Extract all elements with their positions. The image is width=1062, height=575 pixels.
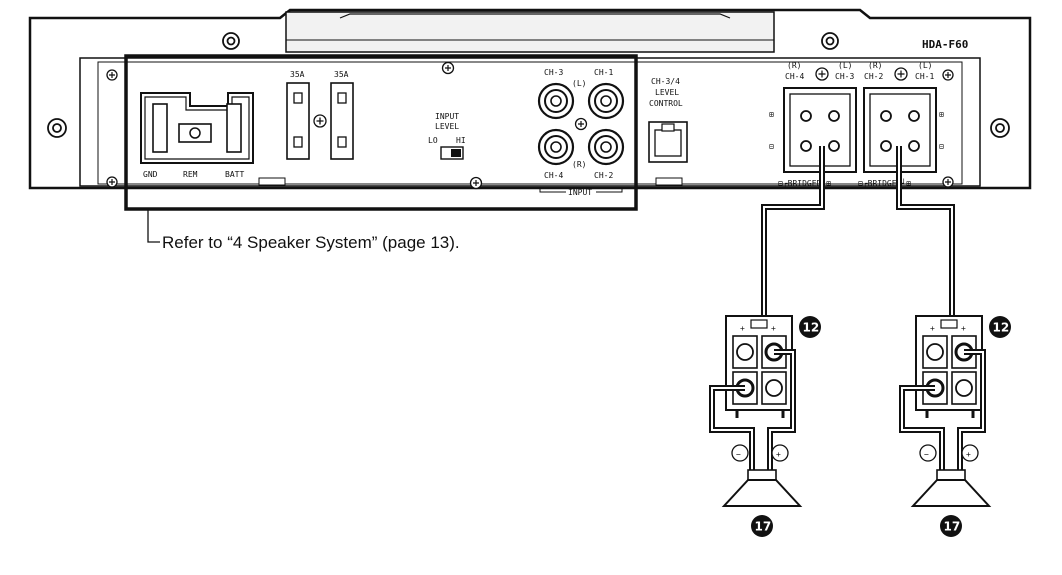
rca-jack-ch4[interactable] [537,128,575,166]
out12-bridged-label: ⊟┌BRIDGED┘⊞ [858,178,911,189]
screw-icon [106,176,118,188]
rca-jack-ch1[interactable] [587,82,625,120]
power-terminal-block: GND REM BATT [140,92,286,186]
terminal-screw[interactable] [828,140,840,152]
out34-bridged-label: ⊟┌BRIDGED┘⊞ [778,178,831,189]
reference-note: Refer to “4 Speaker System” (page 13). [147,210,460,252]
out12-plus-symbol: ⊞ [939,110,944,119]
out34-left-tag: (L) [838,61,852,70]
speaker-wire-left [709,349,796,470]
badge-17-left-text: 17 [755,520,772,534]
out34-right-tag: (R) [787,61,801,70]
level-control-line-1: CH-3/4 [651,77,680,86]
speaker-right: − + [910,444,992,507]
batt-label: BATT [225,170,244,179]
badge-12-right-text: 12 [993,321,1010,335]
model-label: HDA-F60 [922,38,968,51]
out34-plus-symbol: ⊞ [769,110,774,119]
rca-input-jacks: CH-3 CH-1 (L) (R) CH-4 CH-2 [537,68,625,197]
out34-left-ch: CH-3 [835,72,854,81]
screw-icon [894,67,908,81]
rca-jack-ch2[interactable] [587,128,625,166]
rca-ch1-label: CH-1 [594,68,613,77]
screw-icon [574,117,588,131]
out12-left-tag: (L) [918,61,932,70]
level-control[interactable]: CH-3/4 LEVEL CONTROL [648,77,688,186]
badge-12-text: 12 [803,321,820,335]
input-level-switch[interactable]: INPUT LEVEL LO HI [428,112,466,160]
term-right-plus-2: + [961,324,966,333]
speaker-wires [761,146,955,318]
out12-minus-symbol: ⊟ [939,142,944,151]
badge-callout-17: 17 [940,515,962,537]
screw-icon [990,118,1010,138]
reference-note-text: Refer to “4 Speaker System” (page 13). [162,233,460,252]
speaker-left-plus: + [776,450,781,459]
fuse-1-rating: 35A [290,70,305,79]
out34-right-ch: CH-4 [785,72,804,81]
screw-icon [942,176,954,188]
terminal-screw[interactable] [908,110,920,122]
term-right-plus-1: + [930,324,935,333]
fuse-2-rating: 35A [334,70,349,79]
rca-ch4-label: CH-4 [544,171,563,180]
terminal-screw[interactable] [880,110,892,122]
screw-icon [942,69,954,81]
level-control-line-3: CONTROL [649,99,683,108]
terminal-screw[interactable] [800,140,812,152]
screw-icon [106,69,118,81]
screw-icon [815,67,829,81]
rca-ch3-label: CH-3 [544,68,563,77]
out12-right-ch: CH-2 [864,72,883,81]
level-control-line-2: LEVEL [655,88,679,97]
fuse-holders: 35A 35A [286,70,354,160]
speaker-right-plus: + [966,450,971,459]
terminal-screw[interactable] [800,110,812,122]
badge-callout-12: 12 [799,316,821,338]
terminal-screw[interactable] [908,140,920,152]
speaker-terminal-right: + + [915,315,983,418]
term-left-plus-2: + [771,324,776,333]
out34-minus-symbol: ⊟ [769,142,774,151]
rca-right-label: (R) [572,160,586,169]
badge-callout-17: 17 [751,515,773,537]
badge-callout-12: 12 [989,316,1011,338]
rca-ch2-label: CH-2 [594,171,613,180]
screw-icon [313,114,327,128]
rca-left-label: (L) [572,79,586,88]
term-left-plus-1: + [740,324,745,333]
input-level-lo: LO [428,136,438,145]
badge-17-right-text: 17 [944,520,961,534]
screw-icon [222,32,240,50]
speaker-left: − + [721,444,803,507]
input-level-title-2: LEVEL [435,122,459,131]
screw-icon [821,32,839,50]
rem-label: REM [183,170,198,179]
rca-input-group-label: INPUT [568,188,592,197]
screw-icon [441,61,455,75]
input-level-title-1: INPUT [435,112,459,121]
screw-icon [47,118,67,138]
speaker-terminal-left: + + [725,315,793,418]
gnd-label: GND [143,170,158,179]
speaker-wire-right [899,349,986,470]
rca-jack-ch3[interactable] [537,82,575,120]
speaker-left-minus: − [736,450,741,459]
input-level-hi: HI [456,136,466,145]
screw-icon [469,176,483,190]
speaker-right-minus: − [924,450,929,459]
terminal-screw[interactable] [880,140,892,152]
out12-left-ch: CH-1 [915,72,934,81]
input-section-highlight [124,54,638,211]
out12-right-tag: (R) [868,61,882,70]
terminal-screw[interactable] [828,110,840,122]
